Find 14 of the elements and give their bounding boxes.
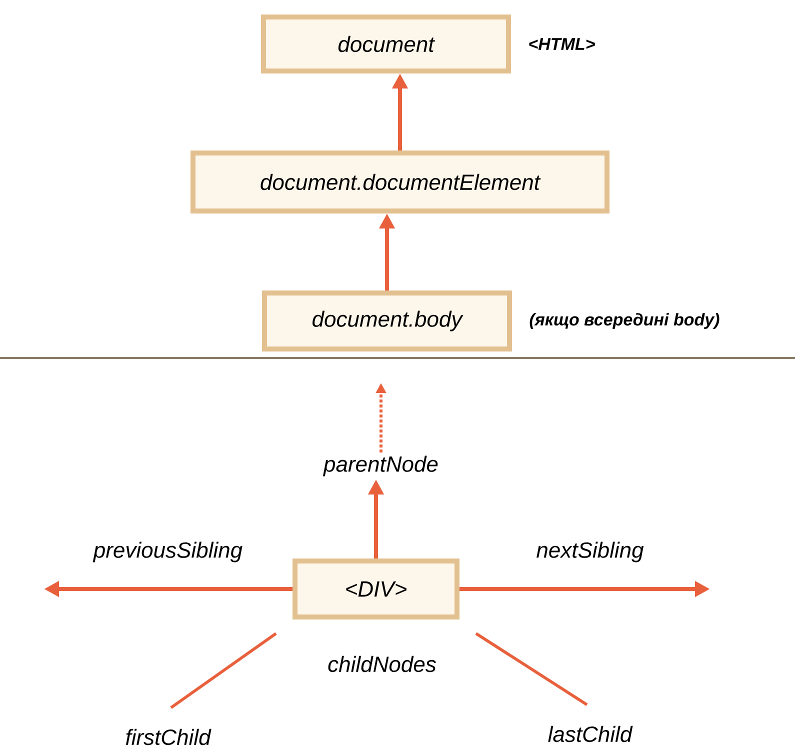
property-label: childNodes xyxy=(328,656,436,672)
element-box: document xyxy=(261,14,511,74)
connector-line xyxy=(170,632,277,709)
property-label: lastChild xyxy=(548,726,633,742)
edge-label: previousSibling xyxy=(92,542,242,562)
property-label: firstChild xyxy=(126,728,212,746)
connector-line xyxy=(475,632,588,706)
edge-label: nextSibling xyxy=(536,542,644,562)
element-box: document.body xyxy=(262,290,512,352)
note-label: (якщо всередині body) xyxy=(530,313,720,329)
element-box: <DIV> xyxy=(292,558,460,620)
note-label: <HTML> xyxy=(529,38,595,50)
property-label: parentNode xyxy=(322,456,438,476)
element-box: document.documentElement xyxy=(190,150,610,214)
